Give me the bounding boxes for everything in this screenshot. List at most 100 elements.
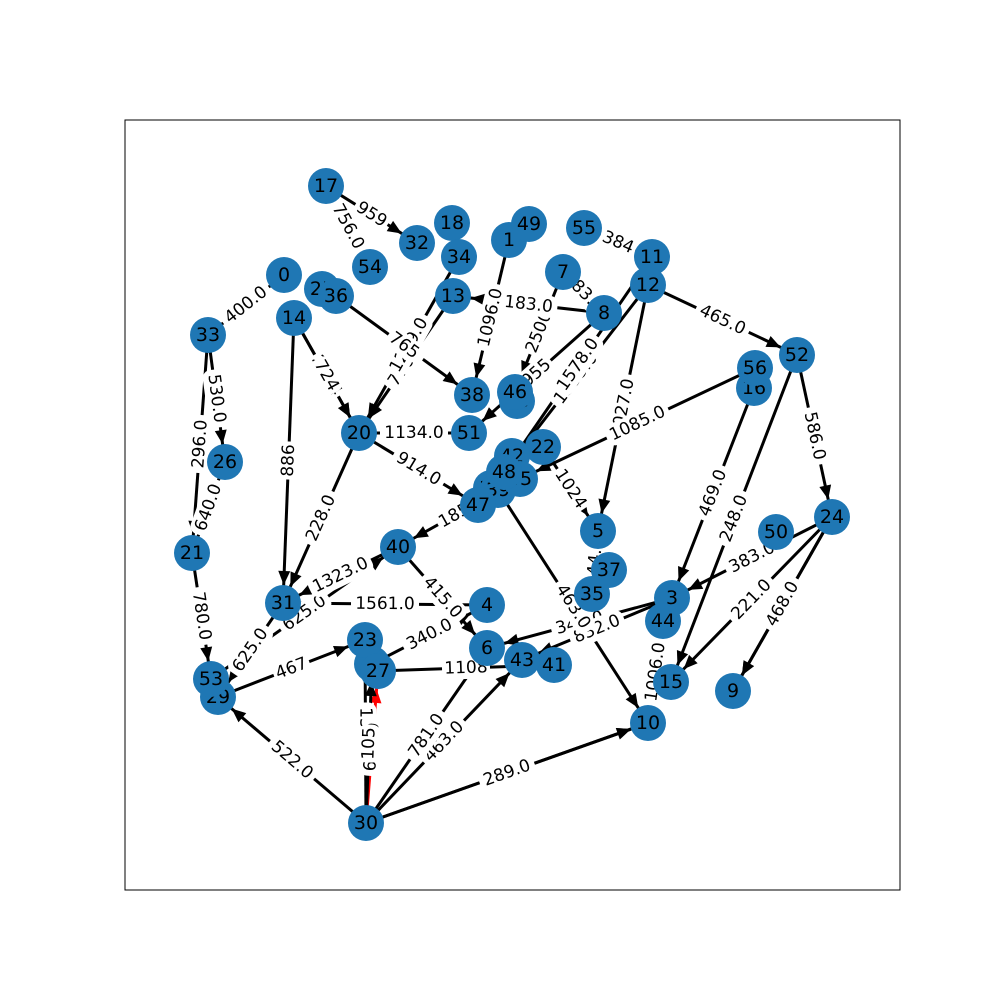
node-32: 32 [399,225,435,261]
edge-arrowhead-8-51 [482,407,497,422]
edge-label-4-31: 1561.0 [350,592,420,616]
edge-label-background [187,586,216,646]
edge-arrowhead-12-5 [598,498,611,514]
node-label: 18 [440,212,464,234]
node-50: 50 [758,514,794,550]
node-circle [352,249,388,285]
node-23: 23 [347,622,383,658]
node-label: 31 [271,592,295,614]
node-label: 47 [466,494,490,516]
node-20: 20 [341,415,377,451]
node-label: 50 [764,521,788,543]
edge-label-14-31: 886 [277,441,300,480]
edge-arrowhead-3-6 [504,633,520,646]
node-circle [441,239,477,275]
edge-arrowhead-40-6 [461,620,476,635]
node-label: 15 [659,671,683,693]
edge-weight-label: 296.0 [188,419,212,469]
node-circle [634,239,670,275]
edge-label-background [277,590,332,636]
edge-arrowhead-24-15 [683,654,698,670]
edge-label-background [552,333,604,396]
node-circle [779,337,815,373]
node-circle [174,535,210,571]
edge-label-background [187,414,213,474]
edge-arrowhead-29-23 [332,645,349,658]
node-circle [511,206,547,242]
node-12: 12 [630,267,666,303]
node-label: 56 [743,357,767,379]
node-circle [486,454,522,490]
node-label: 5 [592,520,604,542]
node-circle [434,205,470,241]
node-14: 14 [276,300,312,336]
node-circle [469,630,505,666]
edge-weight-label: 886 [278,444,299,477]
edge-arrowhead-30-29 [231,708,247,723]
node-37: 37 [591,552,627,588]
edge-label-background [473,283,508,352]
edge-label-background [726,574,777,625]
node-46: 46 [497,374,533,410]
edge-label-background [350,592,420,616]
node-label: 27 [366,660,390,682]
node-11: 11 [634,239,670,275]
node-label: 51 [457,422,481,444]
edge-label-background [357,724,381,763]
node-26: 26 [207,444,243,480]
node-label: 33 [196,324,220,346]
node-label: 14 [282,307,306,329]
node-circle [460,487,496,523]
node-label: 4 [481,594,493,616]
node-circle [758,514,794,550]
node-8: 8 [586,295,622,331]
edge-label-background [277,441,300,480]
node-33: 33 [190,317,226,353]
node-38: 38 [454,377,490,413]
edge-label-background [522,308,556,356]
node-circle [347,622,383,658]
node-label: 41 [542,654,566,676]
edge-arrowhead-30-27 [369,688,382,704]
edge-label-background [598,227,638,258]
edge-label-background [228,623,273,677]
node-circle [318,278,354,314]
edge-label-background [499,291,558,318]
node-label: 22 [531,436,555,458]
node-43: 43 [504,642,540,678]
edge-arrowhead-36-38 [442,371,458,385]
node-15: 15 [653,664,689,700]
node-48: 48 [486,454,522,490]
node-label: 17 [314,175,338,197]
node-circle [399,225,435,261]
node-label: 49 [517,213,541,235]
edge-label-background [694,300,751,340]
edge-label-background [404,708,449,763]
edge-arrowhead-14-31 [278,570,291,586]
node-label: 55 [572,217,596,239]
node-label: 37 [597,559,621,581]
node-21: 21 [174,535,210,571]
edge-label-background [385,328,423,363]
node-24: 24 [814,499,850,535]
edge-label-background [715,489,753,548]
node-circle [737,350,773,386]
edge-label-background [419,716,469,767]
node-18: 18 [434,205,470,241]
edge-label-background [761,576,804,632]
node-circle [497,374,533,410]
node-31: 31 [265,585,301,621]
node-56: 56 [737,350,773,386]
node-label: 52 [785,344,809,366]
node-label: 40 [386,536,410,558]
node-label: 9 [727,680,739,702]
node-label: 54 [358,256,382,278]
node-circle [630,267,666,303]
node-label: 24 [820,506,844,528]
node-circle [380,529,416,565]
node-label: 35 [580,583,604,605]
edge-label-30-2: 105 [357,724,381,763]
node-label: 7 [557,261,569,283]
node-circle [276,300,312,336]
edge-arrowhead-30-43 [495,673,510,688]
